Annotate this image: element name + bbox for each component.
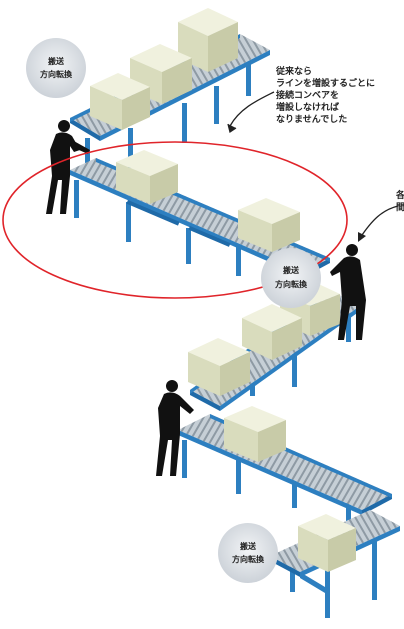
callout-text: 従来なら ラインを増設するごとに 接続コンベアを 増設しなければ なりませんでし… (275, 65, 375, 125)
badge-top-line2: 方向転換 (40, 69, 73, 79)
callout-arrow (228, 92, 274, 132)
callout-line-5: なりませんでした (276, 114, 347, 125)
badge-top-line1: 搬送 (48, 56, 65, 66)
badge-middle: 搬送 方向転換 (261, 248, 321, 308)
cut-callout-line-2: 間 (396, 202, 404, 213)
badge-middle-line2: 方向転換 (275, 279, 308, 289)
badge-middle-line1: 搬送 (283, 265, 300, 275)
callout-line-1: 従来なら (275, 65, 312, 77)
cut-callout-text: 各 間 (395, 189, 404, 213)
badge-bottom-line1: 搬送 (240, 541, 257, 551)
badge-top: 搬送 方向転換 (26, 38, 86, 98)
cut-callout-line-1: 各 (395, 189, 404, 201)
cut-callout-arrow (358, 206, 398, 242)
callout-line-3: 接続コンベアを (276, 89, 339, 101)
badge-bottom-line2: 方向転換 (232, 554, 265, 564)
badge-bottom: 搬送 方向転換 (218, 523, 278, 583)
callout-line-4: 増設しなければ (276, 101, 339, 113)
callout-line-2: ラインを増設するごとに (276, 77, 375, 89)
